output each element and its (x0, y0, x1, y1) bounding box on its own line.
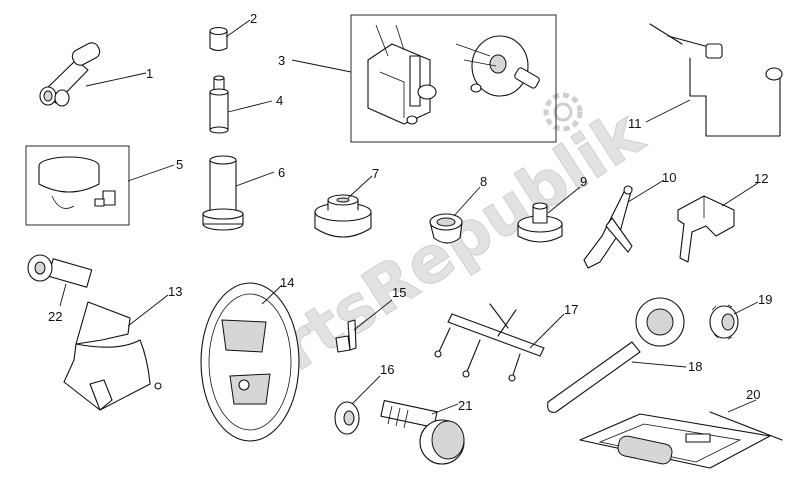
part-14 (200, 282, 300, 442)
part-1 (39, 42, 101, 107)
callout-17: 17 (564, 302, 578, 317)
part-8 (429, 213, 463, 244)
part-18 (547, 297, 685, 413)
callout-1: 1 (146, 66, 153, 81)
callout-21: 21 (458, 398, 472, 413)
part-10 (583, 185, 633, 269)
callout-16: 16 (380, 362, 394, 377)
callout-10: 10 (662, 170, 676, 185)
callout-2: 2 (250, 11, 257, 26)
callout-labels: 1 2 3 4 5 6 7 8 9 10 11 12 13 14 15 16 1… (48, 11, 772, 413)
callout-6: 6 (278, 165, 285, 180)
callout-19: 19 (758, 292, 772, 307)
part-21 (380, 400, 465, 465)
part-5 (38, 156, 116, 209)
part-12 (677, 195, 735, 263)
callout-7: 7 (372, 166, 379, 181)
callout-13: 13 (168, 284, 182, 299)
callout-14: 14 (280, 275, 294, 290)
leader-lines (59, 19, 759, 415)
part-22 (27, 254, 93, 288)
callout-5: 5 (176, 157, 183, 172)
part-4 (209, 75, 229, 134)
part-3 (367, 24, 540, 125)
callout-4: 4 (276, 93, 283, 108)
callout-3: 3 (278, 53, 285, 68)
group-box-3 (350, 14, 557, 143)
callout-22: 22 (48, 309, 62, 324)
part-9 (517, 202, 563, 243)
part-17 (434, 303, 545, 382)
part-19 (709, 304, 739, 340)
part-6 (202, 155, 244, 231)
callout-8: 8 (480, 174, 487, 189)
part-15 (335, 319, 357, 353)
part-13 (63, 301, 162, 411)
callout-12: 12 (754, 171, 768, 186)
part-2 (209, 26, 228, 52)
group-box-5 (25, 145, 130, 226)
callout-11: 11 (628, 116, 642, 131)
watermark-gear-icon (543, 92, 583, 132)
part-16 (334, 401, 360, 435)
part-7 (314, 194, 372, 238)
part-11 (649, 23, 783, 137)
part-20 (579, 411, 783, 469)
callout-18: 18 (688, 359, 702, 374)
callout-15: 15 (392, 285, 406, 300)
callout-9: 9 (580, 174, 587, 189)
callout-20: 20 (746, 387, 760, 402)
